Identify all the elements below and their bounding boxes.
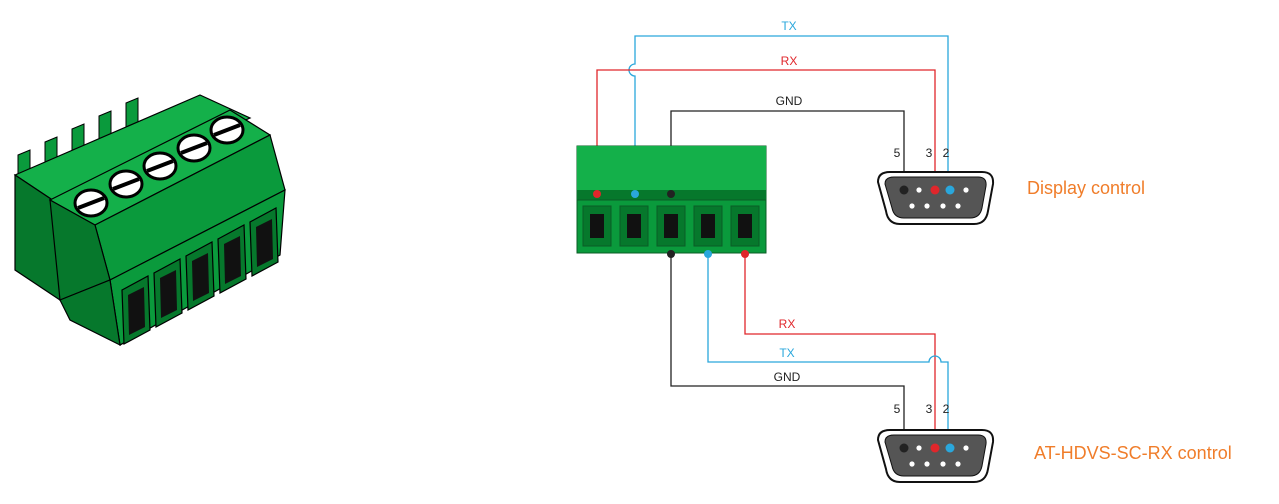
top-tx-label: TX	[781, 19, 796, 33]
bottom-pin-label-2: 2	[943, 402, 950, 416]
bottom-tx-wire	[707, 254, 949, 447]
top-rx-terminal-dot	[593, 190, 601, 198]
terminal-block-wire-holes	[121, 207, 279, 345]
top-pin-label-5: 5	[894, 146, 901, 160]
top-rx-wire	[596, 69, 936, 193]
rx-control-label: AT-HDVS-SC-RX control	[1034, 443, 1232, 463]
top-pin-label-3: 3	[926, 146, 933, 160]
terminal-block-illustration	[13, 94, 286, 347]
terminal-block-slots	[582, 205, 760, 247]
top-tx-terminal-dot	[631, 190, 639, 198]
display-db9-connector	[876, 171, 995, 225]
bottom-pin-label-3: 3	[926, 402, 933, 416]
top-gnd-label: GND	[776, 94, 803, 108]
top-pin-label-2: 2	[943, 146, 950, 160]
top-tx-wire	[628, 35, 949, 193]
bottom-wiring: RX TX GND 5 3 2 AT-HDVS-SC-RX control	[670, 254, 1232, 483]
top-wiring: TX RX GND 5 3 2 Display control	[596, 19, 1145, 225]
display-control-label: Display control	[1027, 178, 1145, 198]
bottom-gnd-wire	[670, 254, 905, 447]
top-gnd-terminal-dot	[667, 190, 675, 198]
bottom-tx-label: TX	[779, 346, 794, 360]
bottom-rx-label: RX	[779, 317, 796, 331]
bottom-rx-wire	[744, 254, 936, 447]
terminal-block-screws	[73, 115, 245, 218]
bottom-gnd-label: GND	[774, 370, 801, 384]
bottom-pin-label-5: 5	[894, 402, 901, 416]
rx-db9-connector	[876, 429, 995, 483]
terminal-block-front-view	[576, 145, 767, 258]
top-rx-label: RX	[781, 54, 798, 68]
